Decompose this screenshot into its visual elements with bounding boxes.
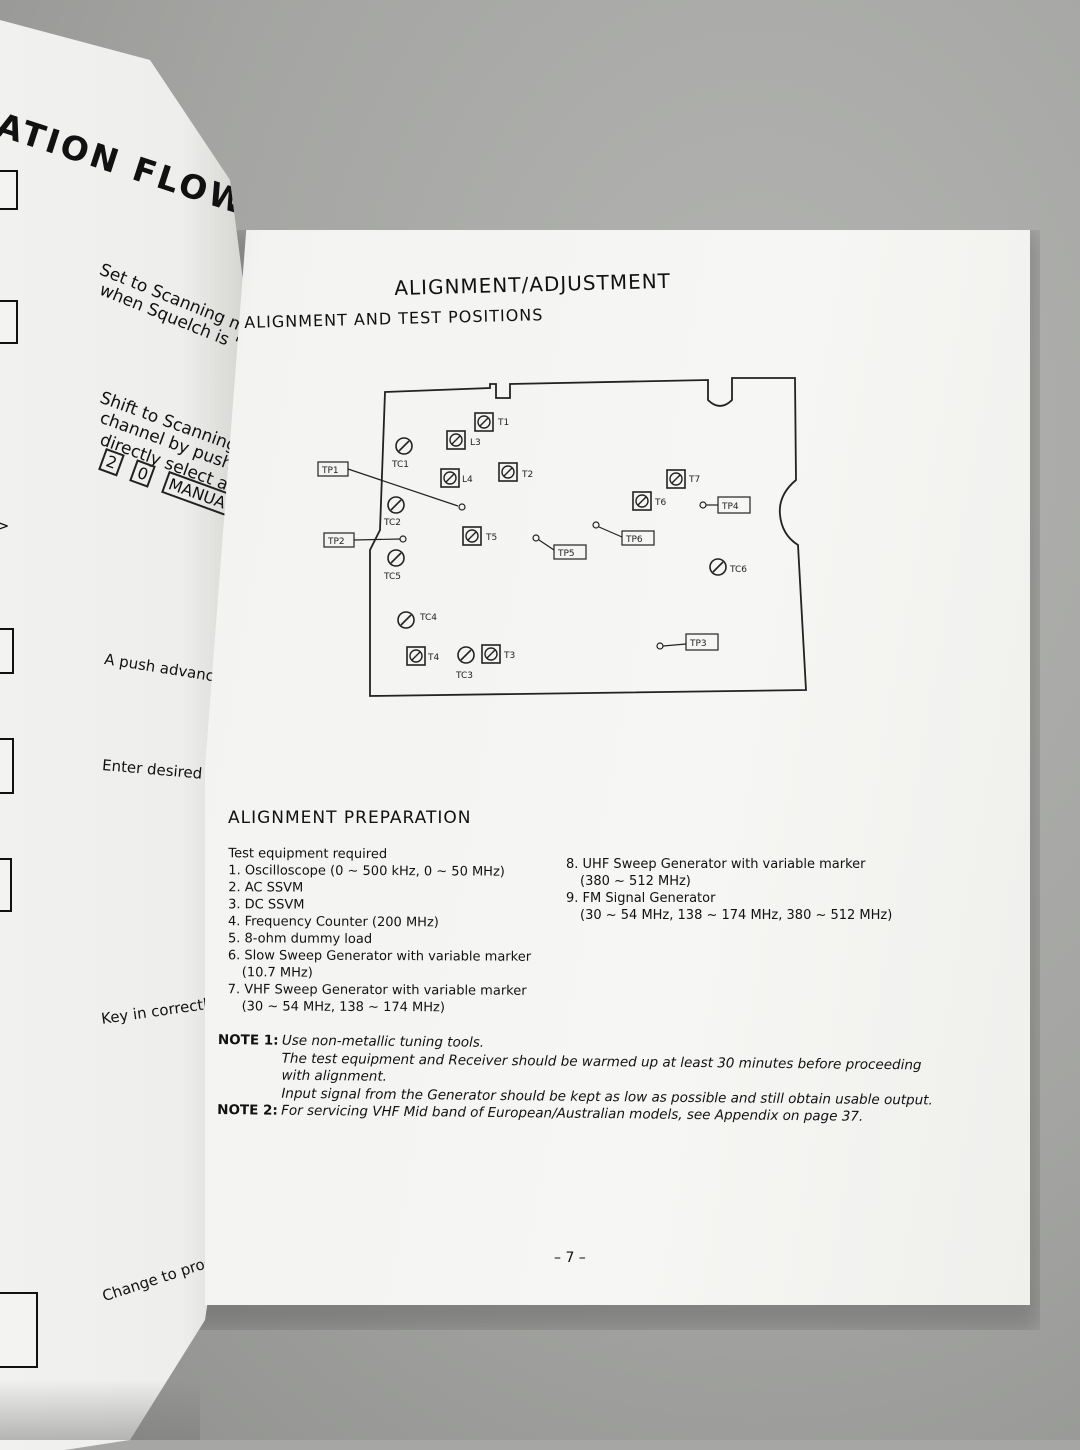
tc2-label: TC2 [383, 518, 401, 528]
equipment-item: 2. AC SSVM [228, 880, 304, 896]
tp2-label: TP2 [327, 537, 345, 547]
tp6-label: TP6 [625, 535, 643, 545]
tp3-label-box [685, 633, 719, 651]
note1-label: NOTE 1: [217, 1032, 279, 1049]
equipment-item: 4. Frequency Counter (200 MHz) [228, 914, 439, 931]
flowchart-arrow: > [0, 516, 10, 535]
board-outline [369, 377, 807, 697]
tp5-label-box [553, 544, 587, 560]
flowchart-box-5 [0, 858, 12, 912]
tc6-label: TC6 [729, 565, 747, 575]
equipment-item: 5. 8-ohm dummy load [227, 931, 373, 947]
equipment-item-detail: (380 ~ 512 MHz) [580, 874, 691, 889]
equipment-item: 1. Oscilloscope (0 ~ 500 kHz, 0 ~ 50 MHz… [228, 863, 505, 880]
equipment-item: 7. VHF Sweep Generator with variable mar… [227, 982, 527, 999]
l3-label: L3 [470, 438, 481, 448]
alignment-board-diagram: TP1 TP2 TC1 L3 T1 L4 T2 TC2 TC5 T5 TC4 T… [317, 377, 807, 697]
tp3-label: TP3 [689, 639, 707, 649]
t2-label: T2 [521, 470, 533, 480]
section-title-preparation: ALIGNMENT PREPARATION [228, 808, 472, 828]
tc5-label: TC5 [383, 572, 401, 582]
tc4-label: TC4 [419, 613, 437, 623]
equipment-heading: Test equipment required [228, 846, 388, 863]
tp4-label: TP4 [721, 502, 739, 512]
tp6-label-box [621, 530, 655, 546]
equipment-item: 3. DC SSVM [228, 897, 305, 913]
bottom-shadow [0, 1380, 200, 1440]
flowchart-box-2 [0, 300, 18, 344]
tp5-label: TP5 [557, 549, 575, 559]
flowchart-box-1 [0, 170, 18, 210]
t3-label: T3 [503, 651, 515, 661]
equipment-list-left: Test equipment required 1. Oscilloscope … [228, 845, 532, 1017]
flowchart-box-4 [0, 738, 14, 794]
t6-label: T6 [654, 498, 666, 508]
l4-label: L4 [462, 475, 473, 485]
equipment-list-right: 8. UHF Sweep Generator with variable mar… [566, 856, 892, 924]
note1-line: Use non-metallic tuning tools. [281, 1032, 485, 1051]
equipment-item: 6. Slow Sweep Generator with variable ma… [227, 948, 532, 965]
tp4-label-box [717, 496, 751, 514]
t5-label: T5 [485, 533, 497, 543]
equipment-item-detail: (10.7 MHz) [241, 965, 313, 981]
t4-label: T4 [427, 653, 439, 663]
equipment-item: 8. UHF Sweep Generator with variable mar… [566, 857, 866, 872]
tc3-label: TC3 [455, 671, 473, 681]
right-page [205, 230, 1030, 1305]
equipment-item-detail: (30 ~ 54 MHz, 138 ~ 174 MHz) [241, 999, 445, 1016]
tp1-label: TP1 [321, 466, 339, 476]
note2-label: NOTE 2: [217, 1101, 278, 1119]
flowchart-box-6 [0, 1292, 38, 1368]
notes-block: NOTE 1:Use non-metallic tuning tools. Th… [217, 1032, 948, 1127]
equipment-item-detail: (30 ~ 54 MHz, 138 ~ 174 MHz, 380 ~ 512 M… [580, 908, 893, 923]
t1-label: T1 [497, 418, 509, 428]
equipment-item: 9. FM Signal Generator [566, 891, 716, 906]
t7-label: T7 [688, 475, 700, 485]
flowchart-box-3 [0, 628, 14, 674]
page-number: – 7 – [554, 1250, 586, 1266]
tc1-label: TC1 [391, 460, 409, 470]
